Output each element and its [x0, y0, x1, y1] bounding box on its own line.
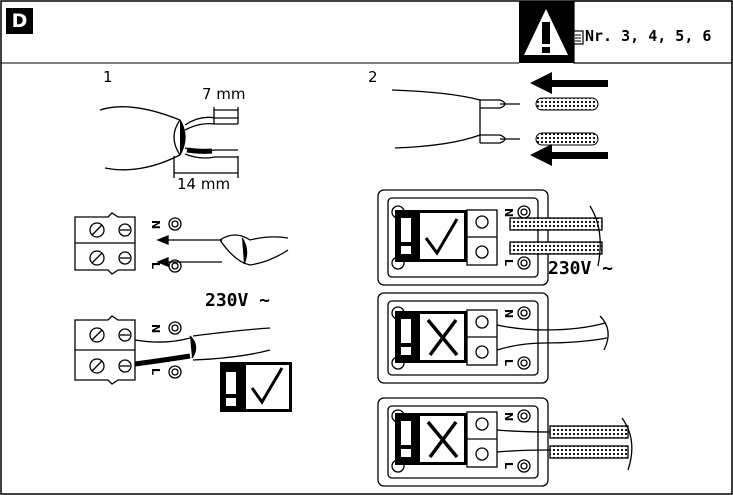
- step1-top-n-label: N: [149, 220, 162, 229]
- step1-top-l-label: L: [149, 262, 162, 269]
- step2-s1-n-label: N: [502, 208, 515, 217]
- step2-wrong-mark-2: [395, 413, 467, 465]
- step2-s2-l-label: L: [502, 359, 515, 366]
- step1-connected-wires: [134, 327, 271, 367]
- step2-s3-l-label: L: [502, 462, 515, 469]
- reference-text: Nr. 3, 4, 5, 6: [585, 27, 712, 45]
- step2-socket-correct: [377, 189, 603, 286]
- step1-insert-wires: [156, 234, 289, 267]
- strip-length-long: 14 mm: [177, 175, 231, 193]
- step2-s2-n-label: N: [502, 309, 515, 318]
- step2-sleeve-cable: [391, 89, 520, 149]
- step2-wrong-mark-1: [395, 311, 467, 363]
- section-badge: D: [6, 8, 33, 34]
- step2-sleeves: [535, 97, 599, 146]
- step1-voltage: 230V ~: [205, 290, 271, 311]
- warning-box: [519, 0, 733, 64]
- document-icon: [572, 30, 584, 45]
- step1-terminal-top: [74, 212, 182, 275]
- step2-s1-l-label: L: [502, 259, 515, 266]
- step1-correct-mark: [220, 362, 292, 412]
- step1-bottom-l-label: L: [149, 368, 162, 375]
- step1-terminal-bottom: [74, 315, 182, 385]
- step2-correct-mark: [395, 210, 467, 262]
- step1-cable-stripped: [99, 106, 239, 178]
- step2-number: 2: [368, 68, 378, 86]
- step1-bottom-n-label: N: [149, 324, 162, 333]
- step2-voltage: 230V ~: [548, 258, 614, 279]
- step1-number: 1: [103, 68, 113, 86]
- step2-s3-n-label: N: [502, 412, 515, 421]
- step2-arrows: [530, 72, 608, 166]
- strip-length-short: 7 mm: [202, 85, 246, 103]
